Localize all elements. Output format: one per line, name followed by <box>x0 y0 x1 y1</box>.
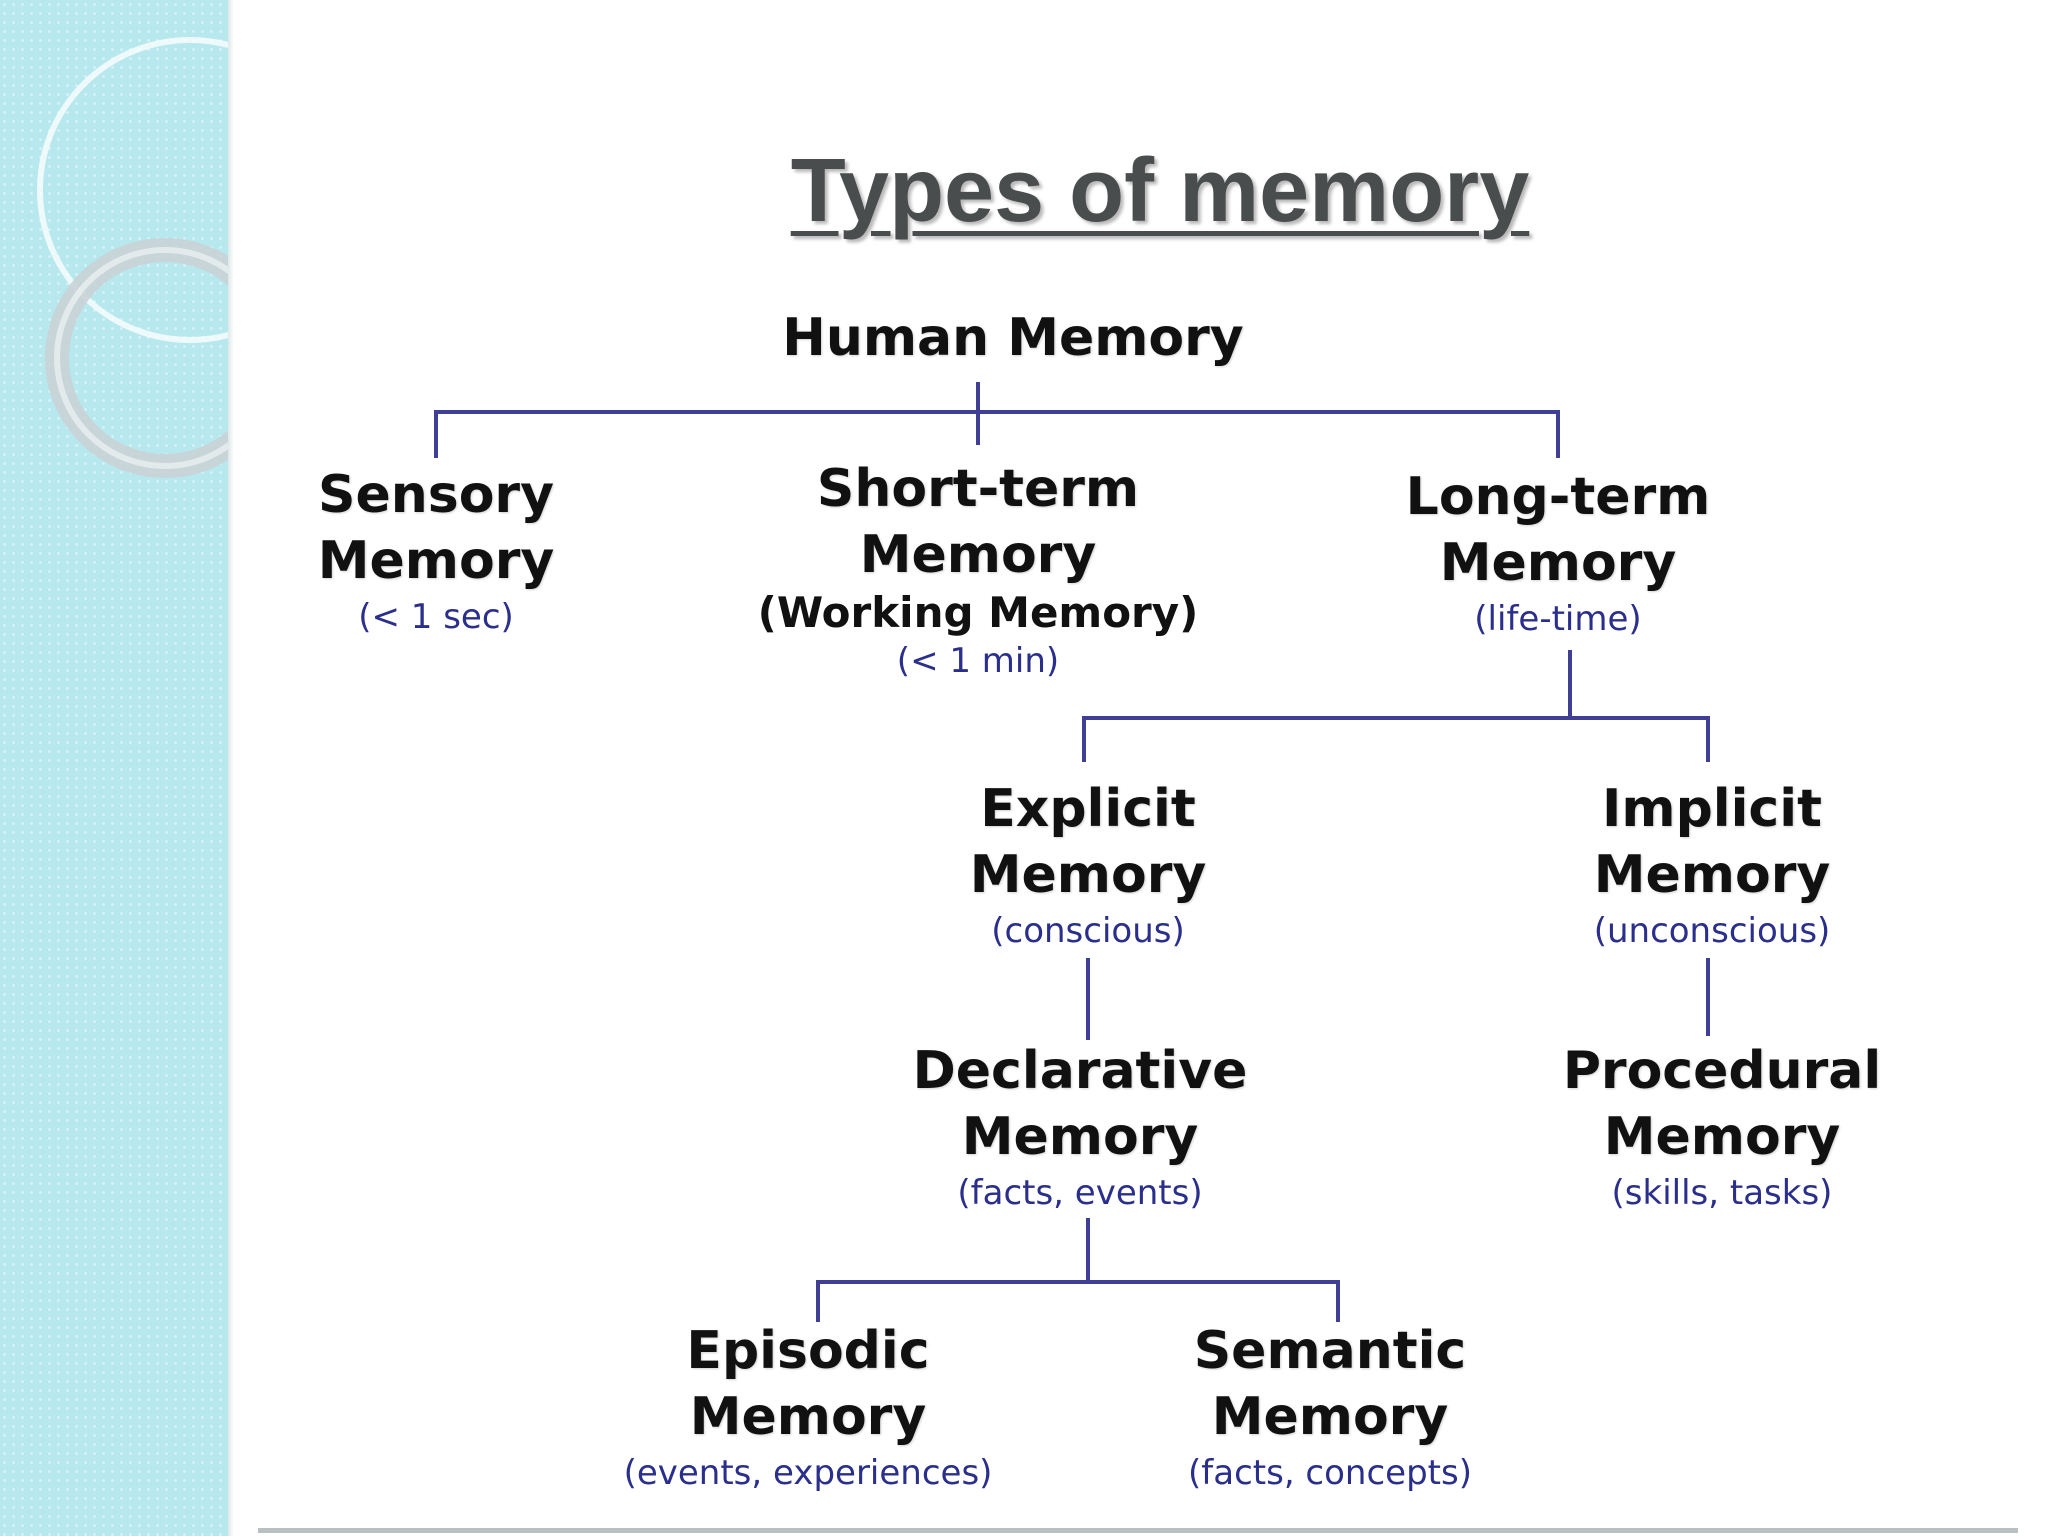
node-long-term-memory: Long-term Memory (life-time) <box>1406 464 1711 642</box>
node-semantic-memory-label-line2: Memory <box>1211 1387 1449 1447</box>
slide-title: Types of memory <box>790 141 1530 241</box>
node-sensory-memory-label-line2: Memory <box>317 531 555 591</box>
node-episodic-memory: Episodic Memory (events, experiences) <box>624 1318 993 1496</box>
node-semantic-memory-label-line1: Semantic <box>1193 1321 1467 1381</box>
node-human-memory: Human Memory <box>782 305 1243 371</box>
node-explicit-memory: Explicit Memory (conscious) <box>970 776 1206 954</box>
node-implicit-memory: Implicit Memory (unconscious) <box>1594 776 1831 954</box>
node-semantic-memory-detail: (facts, concepts) <box>1188 1453 1472 1493</box>
node-explicit-memory-label-line1: Explicit <box>980 779 1196 839</box>
side-panel-edge <box>228 0 234 1536</box>
node-episodic-memory-detail: (events, experiences) <box>623 1453 993 1493</box>
node-episodic-memory-label-line2: Memory <box>689 1387 927 1447</box>
node-procedural-memory: Procedural Memory (skills, tasks) <box>1563 1038 1881 1216</box>
node-procedural-memory-label-line1: Procedural <box>1562 1041 1882 1101</box>
node-short-term-memory-detail: (< 1 min) <box>896 641 1060 681</box>
node-sensory-memory-label-line1: Sensory <box>318 465 554 525</box>
node-implicit-memory-label-line2: Memory <box>1593 845 1831 905</box>
node-declarative-memory: Declarative Memory (facts, events) <box>913 1038 1248 1216</box>
node-sensory-memory: Sensory Memory (< 1 sec) <box>318 462 554 640</box>
node-short-term-memory-alt-name: (Working Memory) <box>757 588 1199 637</box>
node-short-term-memory: Short-term Memory (Working Memory) (< 1 … <box>758 456 1199 684</box>
node-long-term-memory-detail: (life-time) <box>1474 599 1642 639</box>
bottom-divider <box>258 1528 2018 1533</box>
node-procedural-memory-detail: (skills, tasks) <box>1611 1173 1833 1213</box>
node-short-term-memory-label-line2: Memory <box>859 525 1097 585</box>
node-long-term-memory-label-line1: Long-term <box>1405 467 1711 527</box>
node-semantic-memory: Semantic Memory (facts, concepts) <box>1188 1318 1472 1496</box>
node-explicit-memory-label-line2: Memory <box>969 845 1207 905</box>
node-explicit-memory-detail: (conscious) <box>991 911 1185 951</box>
node-sensory-memory-detail: (< 1 sec) <box>358 597 514 637</box>
node-episodic-memory-label-line1: Episodic <box>686 1321 930 1381</box>
node-implicit-memory-label-line1: Implicit <box>1602 779 1822 839</box>
decorative-side-panel <box>0 0 228 1536</box>
node-declarative-memory-detail: (facts, events) <box>957 1173 1203 1213</box>
decorative-rings-icon <box>37 37 228 478</box>
node-implicit-memory-detail: (unconscious) <box>1593 911 1831 951</box>
node-procedural-memory-label-line2: Memory <box>1603 1107 1841 1167</box>
node-declarative-memory-label-line2: Memory <box>961 1107 1199 1167</box>
node-human-memory-label: Human Memory <box>782 308 1244 368</box>
node-long-term-memory-label-line2: Memory <box>1439 533 1677 593</box>
node-short-term-memory-label-line1: Short-term <box>816 459 1140 519</box>
node-declarative-memory-label-line1: Declarative <box>912 1041 1248 1101</box>
